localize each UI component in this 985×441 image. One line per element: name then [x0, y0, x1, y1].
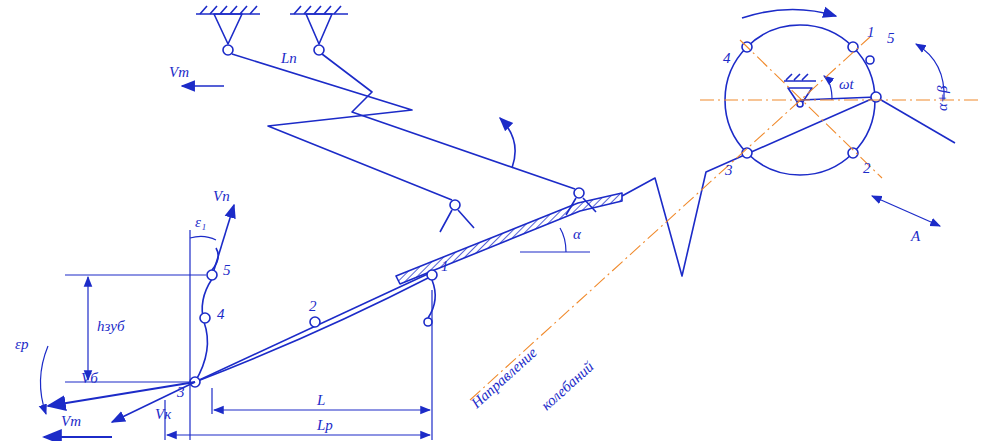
angle-label: α: [572, 226, 582, 242]
speed-label: Vт: [168, 64, 190, 80]
point-number: 5: [222, 262, 232, 278]
point-number: 4: [722, 50, 732, 66]
dimension-label: hзуб: [96, 318, 125, 334]
dimension-label: Lр: [316, 417, 334, 433]
point-number: 3: [724, 162, 734, 178]
speed-label: Vт: [60, 413, 82, 429]
speed-label: Vк: [154, 406, 172, 422]
point-number: 4: [216, 306, 226, 322]
angle-label: ωt: [838, 76, 855, 92]
angle-label: α+β: [934, 85, 950, 112]
point-number: 2: [308, 298, 318, 314]
angle-label: ε₁: [194, 214, 207, 230]
point-number: 2: [862, 160, 872, 176]
angle-label: εр: [14, 336, 29, 352]
direction-note: Направление: [467, 344, 541, 412]
point-number: 3: [176, 384, 186, 400]
point-number: 1: [440, 258, 450, 274]
direction-note: колебаний: [537, 358, 597, 414]
dimension-label: A: [910, 228, 921, 244]
speed-label: Vп: [212, 188, 231, 204]
speed-label: Vб: [80, 370, 99, 386]
point-number: 1: [866, 24, 876, 40]
dimension-label: L: [316, 392, 326, 408]
length-label: Lп: [280, 50, 298, 66]
point-number: 5: [886, 30, 896, 46]
